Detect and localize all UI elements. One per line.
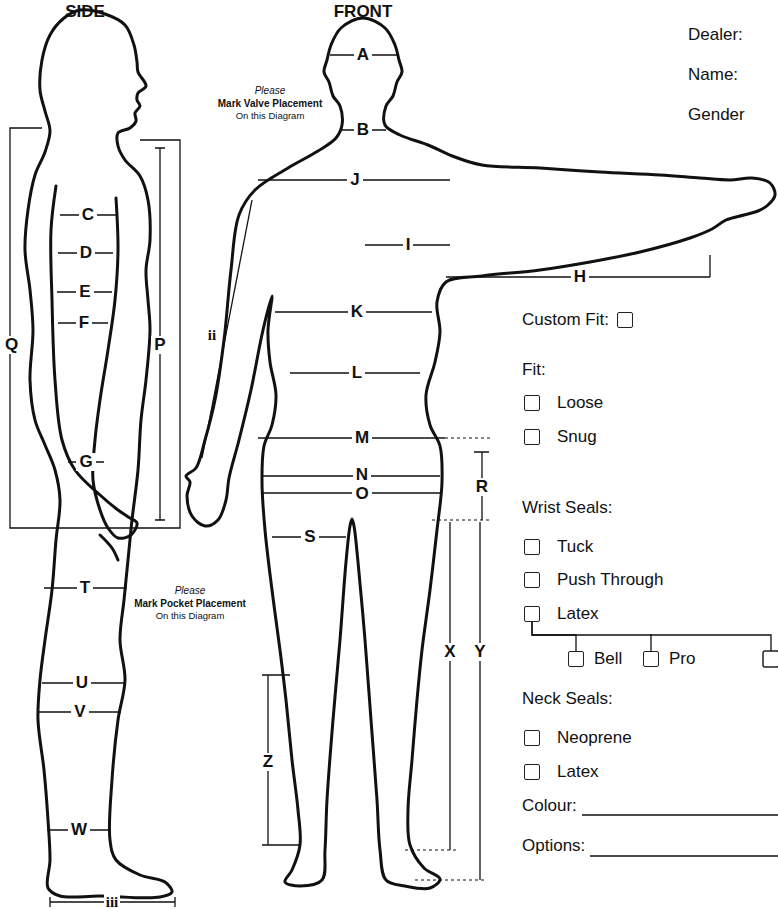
arm-diagonal-line (202, 200, 252, 458)
callout-letter: E (76, 283, 93, 302)
callout-letter: Y (471, 643, 488, 662)
option-branch-line (650, 635, 771, 651)
callout-letter: P (151, 336, 168, 355)
callout-letter: N (353, 466, 371, 485)
checkbox (763, 651, 778, 667)
checkbox-option: Loose (524, 393, 603, 413)
checkbox-option: Latex (524, 762, 599, 782)
upper-measure-lines (258, 55, 450, 245)
callout-numeral: ii (206, 327, 218, 344)
leg-measure-lines (39, 588, 127, 830)
callout-letter: I (403, 236, 414, 255)
callout-letter: K (348, 303, 366, 322)
form-field: Gender (688, 106, 745, 125)
option-label: Push Through (557, 570, 663, 590)
side-arm-outline (51, 186, 137, 538)
checkbox (524, 429, 540, 445)
view-title: SIDE (65, 3, 105, 22)
callout-letter: Q (2, 336, 21, 355)
callout-letter: L (349, 364, 365, 383)
checkbox (568, 651, 584, 667)
checkbox-option: Neoprene (524, 728, 632, 748)
note: On this Diagram (156, 611, 225, 621)
checkbox-option: Custom Fit: (522, 310, 633, 330)
callout-letter: M (352, 429, 372, 448)
option-label: Custom Fit: (522, 310, 609, 330)
form-field: Options: (522, 837, 585, 856)
form-field: Name: (688, 66, 738, 85)
form-heading: Fit: (522, 361, 546, 380)
note: Please (175, 585, 206, 596)
front-body-outline (186, 18, 775, 889)
callout-letter: C (79, 206, 97, 225)
checkbox (524, 395, 540, 411)
callout-letter: Z (260, 753, 276, 772)
arm-measure-lines (57, 215, 116, 462)
torso-bracket (10, 128, 180, 528)
callout-letter: G (76, 453, 95, 472)
form-heading: Wrist Seals: (522, 499, 612, 518)
form-heading: Neck Seals: (522, 690, 613, 709)
option-label: Neoprene (557, 728, 632, 748)
checkbox-option: Latex (524, 604, 599, 624)
form-underlines (582, 815, 778, 856)
callout-letter: A (354, 46, 372, 65)
callout-letter: F (76, 314, 92, 333)
option-connector (532, 622, 651, 651)
checkbox-option: Pro (643, 649, 695, 669)
checkbox (524, 572, 540, 588)
callout-letter: S (301, 528, 318, 547)
option-label: Pro (669, 649, 695, 669)
callout-letter: D (77, 244, 95, 263)
callout-letter: T (77, 579, 93, 598)
checkbox-option: Snug (524, 427, 597, 447)
callout-letter: U (73, 674, 91, 693)
callout-letter: W (68, 821, 90, 840)
side-buttock-line (100, 535, 118, 560)
callout-letter: O (352, 485, 371, 504)
note: Please (255, 85, 286, 96)
checkbox (524, 764, 540, 780)
option-connector (532, 622, 576, 651)
note: Mark Valve Placement (218, 98, 323, 109)
checkbox-option: Tuck (524, 537, 593, 557)
option-label: Snug (557, 427, 597, 447)
inseam-lines (450, 522, 480, 880)
callout-letter: H (571, 268, 589, 287)
option-label: Latex (557, 604, 599, 624)
checkbox (524, 730, 540, 746)
form-field: Colour: (522, 797, 577, 816)
checkbox (617, 312, 633, 328)
callout-letter: J (347, 171, 362, 190)
extension-lines (405, 438, 490, 880)
option-label: Bell (594, 649, 622, 669)
checkbox-option: Push Through (524, 570, 663, 590)
callout-letter: V (71, 703, 88, 722)
callout-numeral: iii (104, 894, 121, 911)
side-body-outline (25, 10, 172, 898)
callout-letter: X (441, 643, 458, 662)
option-label: Tuck (557, 537, 593, 557)
option-label: Latex (557, 762, 599, 782)
torso-length-line (155, 148, 165, 520)
checkbox (524, 606, 540, 622)
checkbox (524, 539, 540, 555)
view-title: FRONT (334, 3, 393, 22)
note: On this Diagram (236, 111, 305, 121)
callout-letter: R (473, 478, 491, 497)
torso-measure-lines (258, 312, 445, 537)
checkbox (643, 651, 659, 667)
callout-letter: B (354, 121, 372, 140)
option-label: Loose (557, 393, 603, 413)
form-field: Dealer: (688, 26, 743, 45)
note: Mark Pocket Placement (134, 598, 246, 609)
checkbox-option: Bell (568, 649, 622, 669)
